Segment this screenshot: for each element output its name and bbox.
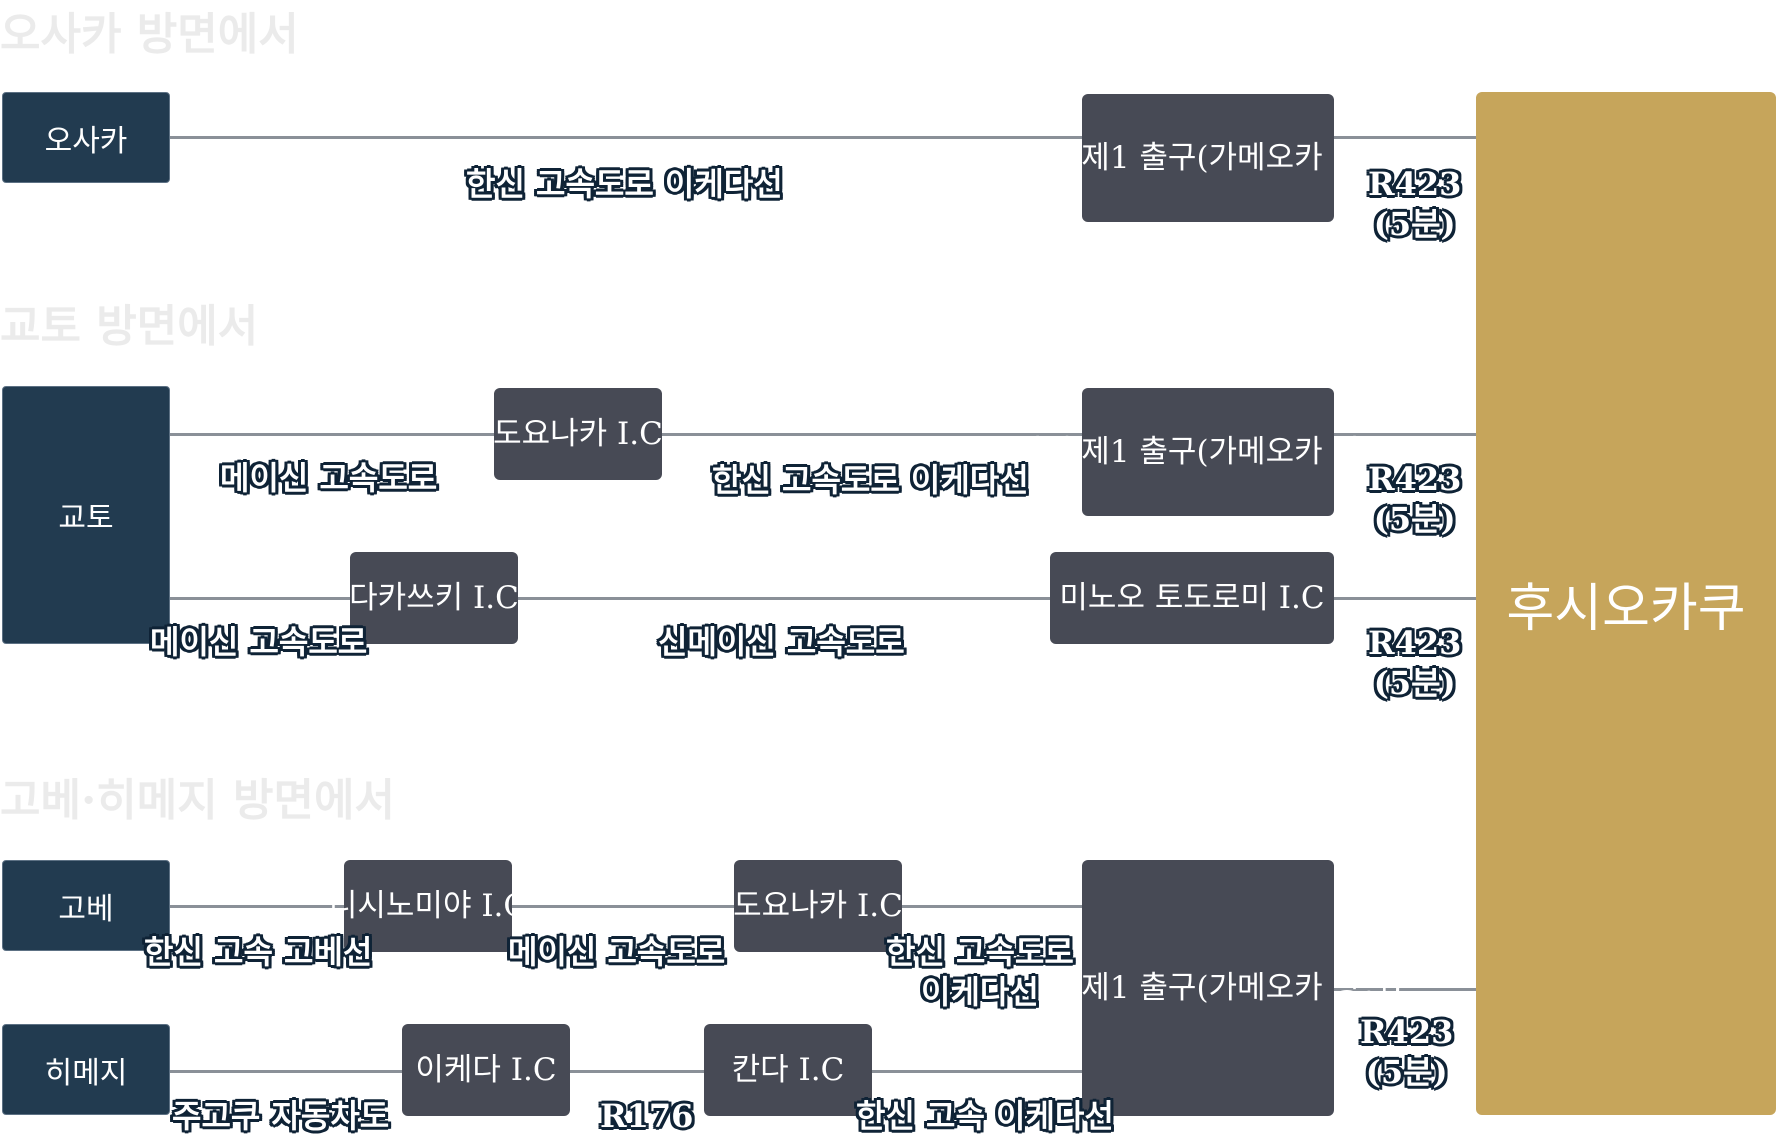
origin-kyoto: 교토 bbox=[2, 386, 170, 644]
road-label-line1: 한신 고속도로 bbox=[886, 933, 1074, 971]
road-label-hanshin-ikeda-himeji: 한신 고속 이케다선 bbox=[856, 1097, 1114, 1135]
route-line-kobe-exit bbox=[1332, 988, 1476, 991]
road-label-r423-time: (5분) bbox=[1373, 500, 1456, 538]
node-kawanishi-exit-kobe: 키베 제1 출구 (가메오카 방면) bbox=[1014, 860, 1402, 1116]
road-label-hanshin-ikeda-kobe: 한신 고속도로 이케다선 bbox=[886, 932, 1074, 1012]
road-label-r423-kyoto-upper: R423 (5분) bbox=[1368, 459, 1461, 539]
route-line-kyoto-shin-meishin bbox=[168, 597, 1476, 600]
route-line-himeji bbox=[168, 1070, 1084, 1073]
section-title-osaka: 오사카 방면에서 bbox=[0, 9, 299, 60]
node-takatsuki-ic: 다카쓰키 I.C bbox=[349, 552, 519, 644]
road-label-meishin-kobe: 메이신 고속도로 bbox=[508, 933, 726, 971]
node-label-line2: (가메오카 방면) bbox=[1196, 969, 1402, 1006]
route-line-kobe bbox=[168, 905, 1084, 908]
origin-himeji: 히메지 bbox=[2, 1024, 170, 1115]
road-label-r423-kobe: R423 (5분) bbox=[1360, 1012, 1453, 1092]
road-label-r423-time: (5분) bbox=[1365, 1053, 1448, 1091]
route-line-kyoto-meishin bbox=[168, 433, 1476, 436]
road-label-r423-time: (5분) bbox=[1373, 205, 1456, 243]
road-label-shin-meishin: 신메이신 고속도로 bbox=[658, 623, 905, 661]
road-label-chugoku: 주고쿠 자동차도 bbox=[172, 1097, 390, 1135]
section-title-kyoto: 교토 방면에서 bbox=[0, 301, 259, 352]
road-label-r176: R176 bbox=[600, 1097, 694, 1135]
origin-osaka: 오사카 bbox=[2, 92, 170, 183]
road-label-r423-time: (5분) bbox=[1373, 664, 1456, 702]
node-ikeda-ic: 이케다 I.C bbox=[402, 1024, 570, 1116]
road-label-meishin-kyoto-upper: 메이신 고속도로 bbox=[220, 459, 438, 497]
node-label-line1: 키베 제1 출구 bbox=[1014, 969, 1197, 1006]
node-toyonaka-ic-kyoto: 도요나카 I.C bbox=[493, 388, 663, 480]
road-label-r423-name: R423 bbox=[1360, 1013, 1454, 1051]
road-label-hanshin-ikeda-osaka: 한신 고속도로 이케다선 bbox=[466, 165, 783, 203]
node-label-line1: 키베 제1 출구 bbox=[1014, 433, 1197, 470]
road-label-r423-osaka: R423 (5분) bbox=[1368, 164, 1461, 244]
road-label-meishin-kyoto-lower: 메이신 고속도로 bbox=[150, 623, 368, 661]
node-kawanishi-exit-osaka: 키베 제1 출구 (가메오카 방면) bbox=[1014, 94, 1402, 222]
section-title-kobe-himeji: 고베·히메지 방면에서 bbox=[0, 775, 395, 826]
road-label-r423-kyoto-lower: R423 (5분) bbox=[1368, 623, 1461, 703]
node-label-line1: 키베 제1 출구 bbox=[1014, 139, 1197, 176]
road-label-line2: 이케다선 bbox=[921, 973, 1039, 1011]
road-label-hanshin-kobe: 한신 고속 고베선 bbox=[144, 933, 373, 971]
route-line-osaka bbox=[168, 136, 1476, 139]
node-label-line2: (가메오카 방면) bbox=[1196, 139, 1402, 176]
node-minoo-ic: 미노오 토도로미 I.C bbox=[1050, 552, 1334, 644]
road-label-r423-name: R423 bbox=[1368, 165, 1462, 203]
road-label-r423-name: R423 bbox=[1368, 460, 1462, 498]
node-toyonaka-ic-kobe: 도요나카 I.C bbox=[733, 860, 903, 952]
node-label-line2: (가메오카 방면) bbox=[1196, 433, 1402, 470]
node-kanda-ic: 칸다 I.C bbox=[704, 1024, 872, 1116]
road-label-hanshin-ikeda-kyoto: 한신 고속도로 이케다선 bbox=[712, 461, 1029, 499]
destination-fushiokaku: 후시오카쿠 bbox=[1476, 92, 1776, 1115]
origin-kobe: 고베 bbox=[2, 860, 170, 951]
node-nishinomiya-ic: 니시노미야 I.C bbox=[329, 860, 527, 952]
node-kawanishi-exit-kyoto: 키베 제1 출구 (가메오카 방면) bbox=[1014, 388, 1402, 516]
road-label-r423-name: R423 bbox=[1368, 624, 1462, 662]
